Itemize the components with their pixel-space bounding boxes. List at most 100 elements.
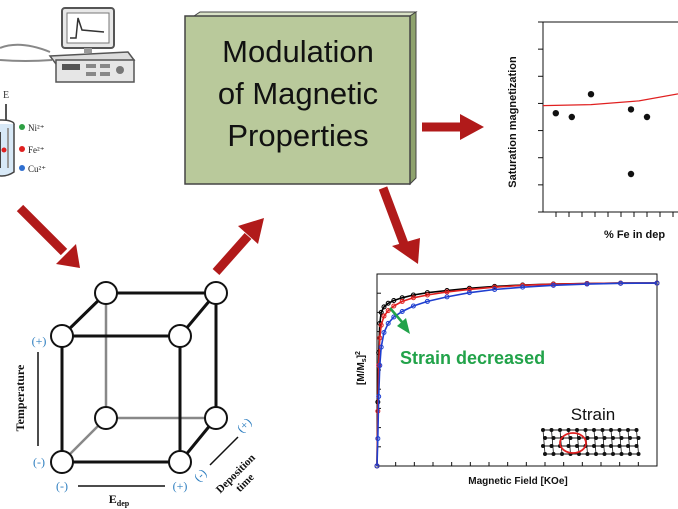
scatter-points: [552, 91, 651, 178]
ion-fe: Fe²⁺: [19, 145, 45, 155]
edep-minus: (-): [56, 479, 68, 493]
lattice-column: [636, 429, 639, 455]
ion-cu: Cu²⁺: [19, 164, 46, 174]
lattice-column: [619, 429, 622, 455]
curve-marker: [399, 298, 405, 304]
lattice-column: [559, 429, 563, 455]
curve-marker: [391, 298, 397, 304]
lattice-column: [551, 429, 554, 455]
flow-arrows: [16, 114, 484, 275]
temperature-plus: (+): [32, 334, 47, 348]
curve-marker: [550, 282, 556, 288]
curve-marker: [377, 335, 383, 341]
time-minus: (-): [191, 466, 209, 484]
modulation-box-face: [184, 15, 411, 185]
scatter-point: [643, 113, 651, 121]
arrow-box-to-curves: [378, 186, 420, 264]
parameter-cube: Temperature (+) (-) (-) (+) Edep (+) (-)…: [13, 281, 258, 508]
curve-marker: [424, 298, 430, 304]
lattice-column: [627, 429, 631, 455]
scatter-fit-line: [542, 93, 678, 107]
instrument-cable-1: [0, 43, 51, 53]
deposition-setup: E Ni²⁺ Fe²⁺ Cu²⁺: [0, 7, 136, 177]
edep-axis-sub: dep: [117, 499, 130, 508]
lattice-defect-circle: [559, 432, 587, 454]
curve-marker: [399, 308, 405, 314]
curve-marker: [377, 362, 383, 368]
curve-series-line: [376, 282, 657, 467]
cube-vertex: [168, 450, 192, 474]
scatter-point: [627, 106, 635, 113]
scatter-ticks: [538, 21, 674, 217]
saturation-scatter-chart: Saturation magnetization % Fe in dep: [507, 21, 678, 241]
curve-ylabel-sup: 2: [355, 351, 362, 355]
curve-marker: [444, 294, 450, 300]
cube-vertex: [50, 324, 74, 348]
curve-marker: [520, 284, 526, 290]
cube-vertex: [94, 406, 118, 430]
arrow-setup-to-cube: [16, 204, 80, 268]
cube-vertex: [204, 281, 228, 305]
curve-marker: [378, 344, 384, 350]
curve-ylabel: [M/Ms]2: [355, 351, 368, 385]
curve-marker: [444, 289, 450, 295]
modulation-line-1: Modulation: [222, 34, 374, 69]
electrode-label: E: [3, 90, 9, 101]
strain-decreased-label: Strain decreased: [400, 348, 545, 368]
lattice-column: [542, 429, 546, 455]
edep-axis-label: Edep: [109, 492, 130, 508]
curve-marker: [385, 308, 391, 314]
scatter-plot-area: [542, 21, 678, 213]
curve-ylabel-sub: s: [361, 358, 368, 362]
curve-marker: [381, 304, 387, 310]
cube-vertex: [94, 281, 118, 305]
curve-xlabel: Magnetic Field [KOe]: [468, 476, 567, 487]
electrolyte-beaker: [0, 119, 15, 177]
scatter-point: [627, 170, 635, 178]
ion-fe-label: Fe²⁺: [28, 145, 45, 155]
curve-marker: [378, 309, 384, 315]
curve-marker: [618, 280, 624, 286]
cube-vertex: [50, 450, 74, 474]
curve-ylabel-main: [M/M: [356, 362, 367, 385]
ion-cu-label: Cu²⁺: [28, 164, 46, 174]
lattice-column: [602, 429, 605, 455]
curve-marker: [391, 314, 397, 320]
arrow-cube-to-box: [212, 218, 264, 275]
scatter-xlabel: % Fe in dep: [604, 229, 665, 241]
modulation-line-2: of Magnetic: [218, 76, 378, 111]
curve-marker: [385, 320, 391, 326]
lattice-column: [593, 429, 597, 455]
curve-marker: [381, 330, 387, 336]
temperature-axis-label: Temperature: [13, 364, 27, 431]
lattice-grid: [541, 428, 641, 456]
ion-ni: Ni²⁺: [19, 123, 45, 133]
curve-plot-area: [376, 273, 658, 467]
monitor-icon: [61, 7, 115, 53]
ion-ni-label: Ni²⁺: [28, 123, 45, 133]
potentiostat-icon: [48, 51, 136, 83]
curve-marker: [375, 436, 381, 442]
curve-series: [374, 280, 660, 469]
modulation-line-3: Properties: [227, 118, 368, 153]
curve-marker: [391, 303, 397, 309]
inset-strain-label: Strain: [571, 405, 615, 424]
curve-marker: [410, 295, 416, 301]
strain-annotation-arrow: [389, 307, 410, 334]
time-plus: (+): [234, 415, 254, 435]
instrument-cable-2: [0, 59, 53, 62]
arrow-box-to-scatter: [422, 114, 484, 140]
cube-vertex: [168, 324, 192, 348]
curve-marker: [410, 303, 416, 309]
temperature-minus: (-): [33, 455, 45, 469]
curve-ylabel-tail: ]: [356, 355, 367, 358]
lattice-column: [610, 429, 614, 455]
scatter-ylabel: Saturation magnetization: [507, 56, 519, 188]
cube-vertex: [204, 406, 228, 430]
curve-marker: [376, 394, 382, 400]
strain-lattice-inset: Strain: [541, 405, 641, 456]
edep-plus: (+): [173, 479, 188, 493]
scatter-point: [552, 110, 559, 117]
